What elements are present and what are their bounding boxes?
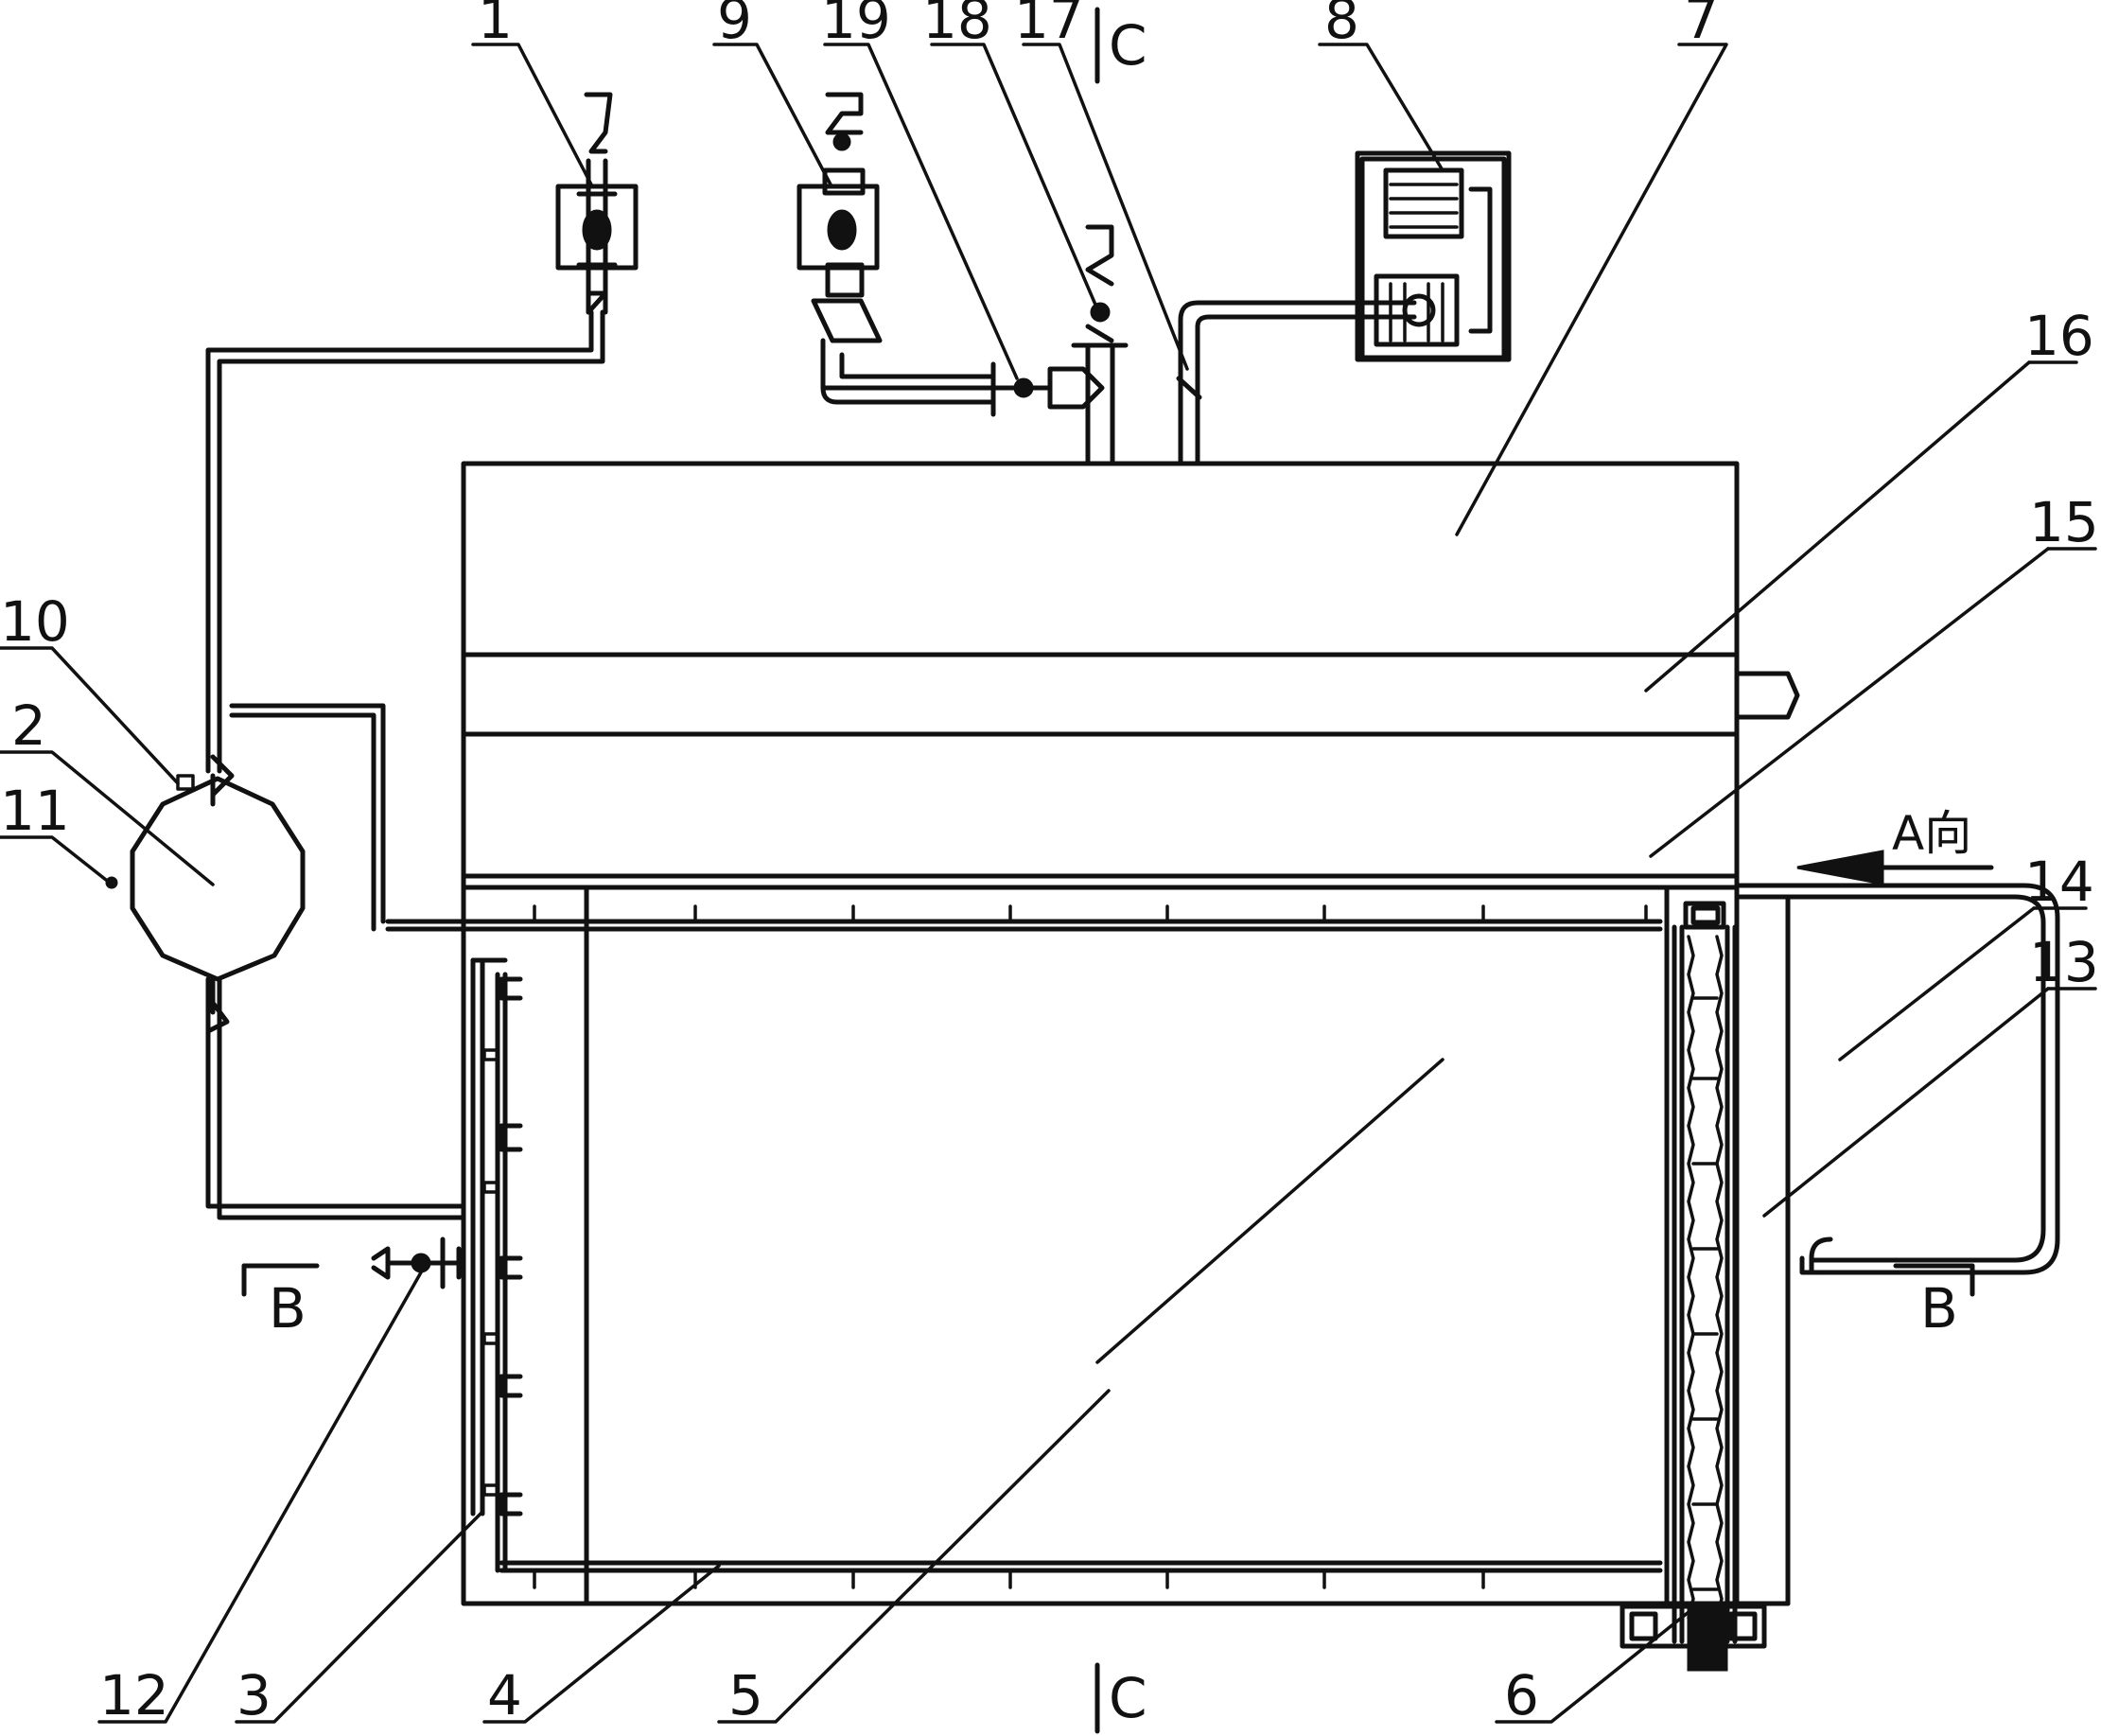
valve-1 — [555, 92, 639, 315]
valve-9 — [797, 92, 996, 405]
bottom-spray-pipe — [499, 1560, 1663, 1589]
right-pipe-14 — [1734, 883, 2060, 1275]
section-mark-b-left: B — [269, 1276, 306, 1341]
callout-15: 15 — [2029, 490, 2099, 554]
callout-6: 6 — [1504, 1663, 1539, 1727]
callout-17: 17 — [1014, 0, 1084, 51]
callout-5: 5 — [728, 1663, 763, 1727]
valve-19 — [990, 361, 1105, 417]
callout-14: 14 — [2024, 850, 2094, 914]
section-mark-b-right: B — [1920, 1276, 1958, 1341]
left-supply-pipe — [205, 309, 605, 932]
callout-11: 11 — [0, 779, 70, 843]
unit-8 — [1355, 150, 1512, 362]
chain-conveyor-6 — [1620, 901, 1767, 1672]
callout-4: 4 — [487, 1663, 522, 1727]
pipe-17 — [1176, 300, 1417, 466]
callout-13: 13 — [2029, 930, 2099, 994]
left-vertical-pipe — [470, 957, 523, 1573]
top-spray-pipe — [385, 904, 1663, 932]
callout-12: 12 — [99, 1663, 169, 1727]
view-direction-label: A向 — [1892, 806, 1971, 861]
callout-3: 3 — [236, 1663, 271, 1727]
section-mark-c-bottom: C — [1109, 1666, 1147, 1730]
section-marks: C C B B — [241, 7, 1975, 1734]
tank-return-pipe — [205, 976, 466, 1220]
tank-2 — [105, 754, 306, 1015]
callout-2: 2 — [11, 693, 46, 758]
callout-18: 18 — [922, 0, 992, 51]
leader-lines — [0, 43, 2097, 1724]
callout-7: 7 — [1684, 0, 1719, 51]
section-mark-c-top: C — [1109, 13, 1147, 78]
callout-1: 1 — [478, 0, 513, 51]
valve-18 — [1071, 224, 1129, 466]
callout-9: 9 — [717, 0, 752, 51]
valve-12 — [371, 1236, 462, 1289]
callout-8: 8 — [1324, 0, 1359, 51]
main-housing — [461, 461, 1800, 1606]
pipe-brackets — [482, 976, 523, 1517]
callout-10: 10 — [0, 589, 70, 654]
callout-16: 16 — [2024, 304, 2094, 368]
callout-19: 19 — [821, 0, 891, 51]
view-direction-a: A向 — [1796, 806, 1994, 886]
